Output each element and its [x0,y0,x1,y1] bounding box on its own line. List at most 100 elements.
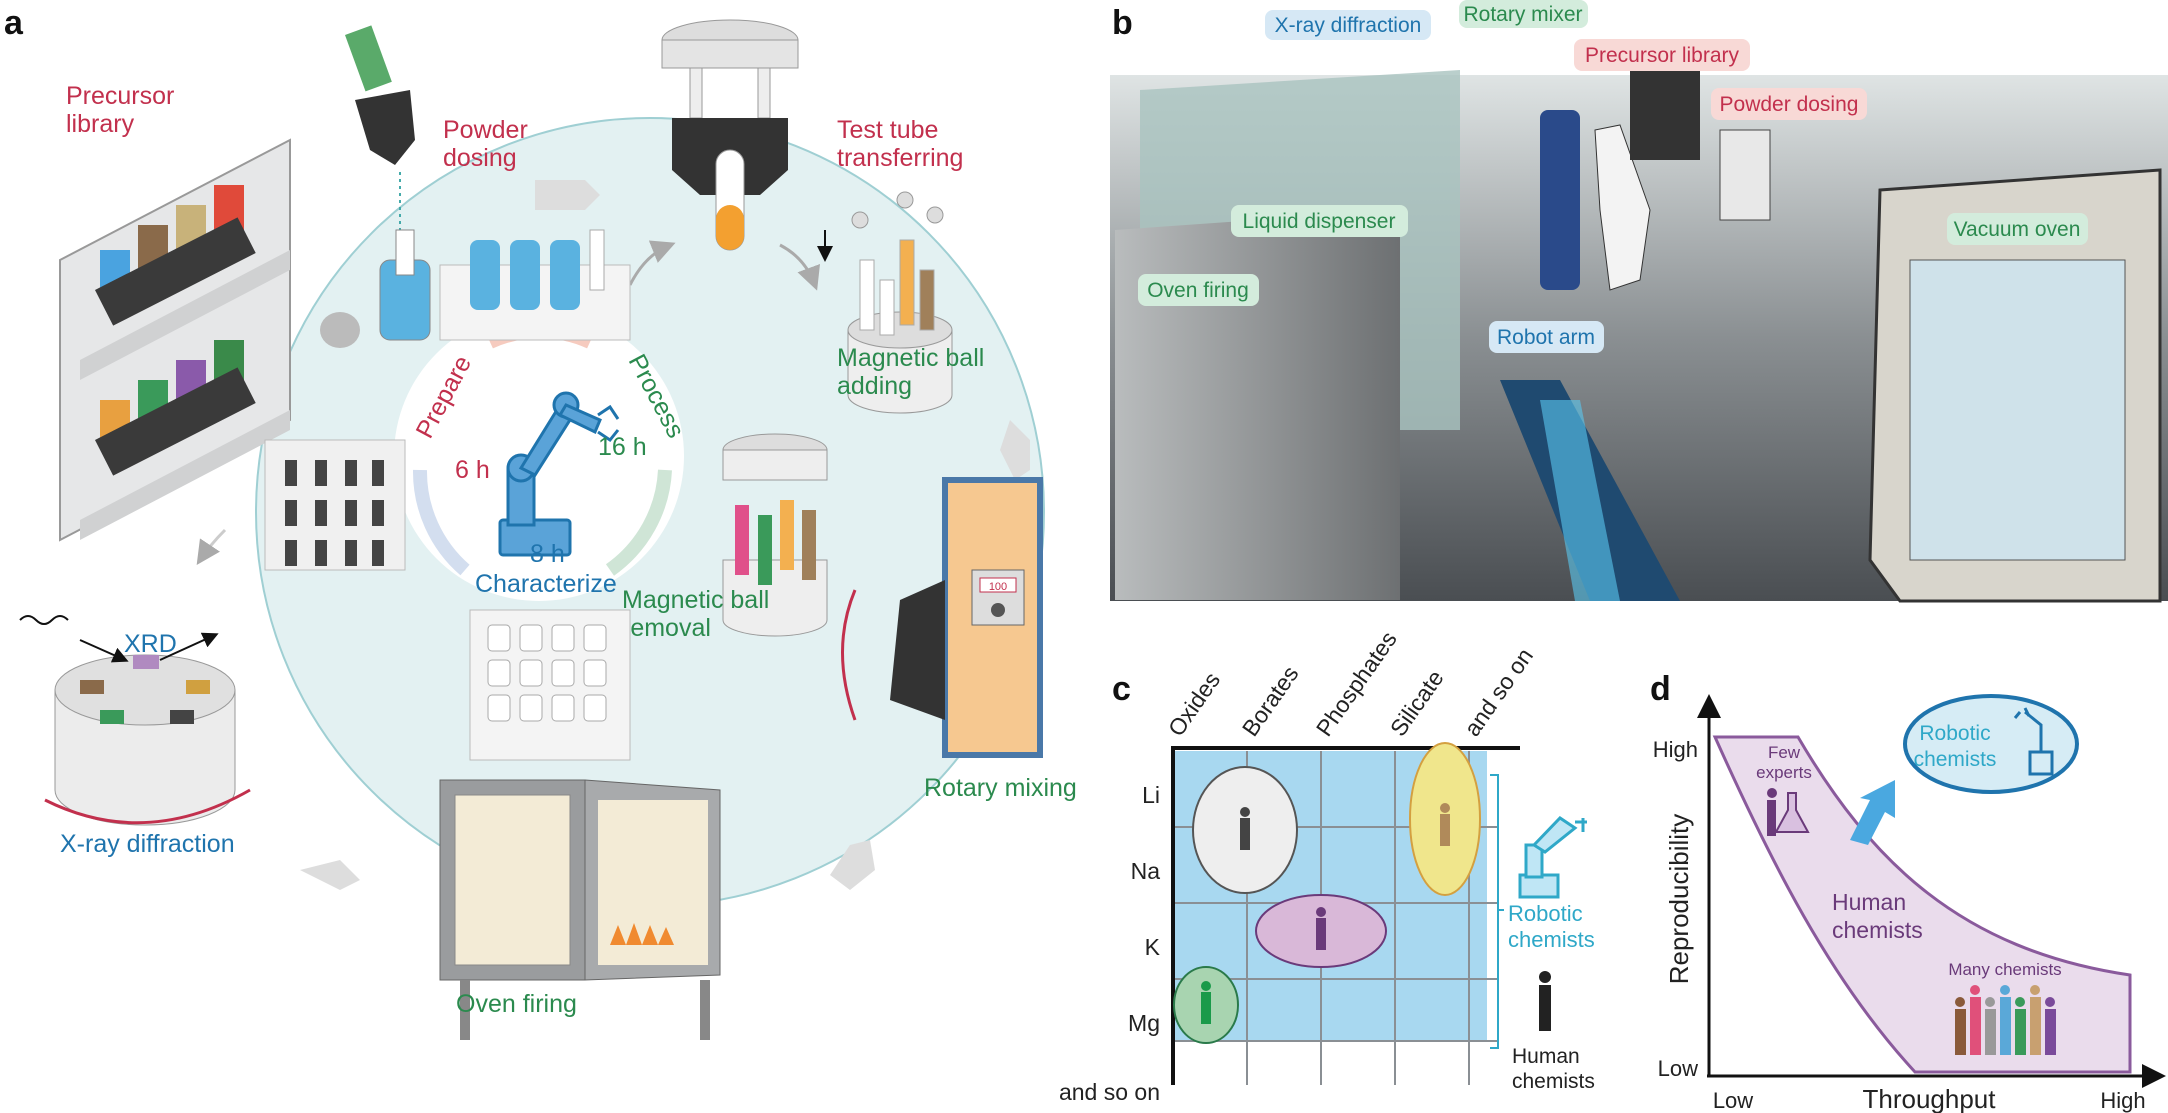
rotary-mixer-illustration: 100 [841,477,1043,758]
sample-plate-illustration [264,439,406,571]
flow-arrow-icon [1000,420,1030,480]
person-icon [1985,997,1995,1007]
magnetic-ball-adding-label-2: adding [837,372,912,400]
photo-labels: X-ray diffraction Rotary mixer Precursor… [1138,0,2088,353]
improvement-arrow-icon [1850,780,1895,845]
person-icon [2000,985,2010,995]
human-chemists-region [1712,735,2132,1074]
xrd-stage-illustration [19,615,251,826]
robotic-chemists-label-1: Robotic [1508,901,1583,926]
x-axis-title: Throughput [1863,1084,1997,1113]
process-arc [605,469,672,576]
photo-label-oven-firing: Oven firing [1147,279,1249,302]
human-chemists-label-2: chemists [1832,917,1923,943]
panel-b: b X-ray diffraction Rotary mixer Precurs… [1110,0,2168,603]
many-chemists-label: Many chemists [1948,960,2061,979]
label-pill-bg [1947,213,2088,245]
photo-label-precursor-library: Precursor library [1585,44,1740,67]
flow-arrow-icon [779,243,820,291]
human-chemists-label-1: Human [1832,889,1906,915]
vial-plate-illustration [469,609,631,761]
xray-diffraction-label: X-ray diffraction [60,830,235,858]
person-icon [2015,997,2025,1007]
test-tube-gripper-illustration [661,19,799,251]
powder-dosing-label-1: Powder [443,116,528,144]
precursor-rack-illustration [59,138,291,542]
photo-label-liquid-dispenser: Liquid dispenser [1243,210,1396,233]
magnetic-ball-removal-label-2: removal [622,614,711,642]
label-pill-bg [1231,205,1408,237]
column-label: and so on [1459,643,1538,741]
label-pill-bg [1459,0,1588,28]
row-label: and so on [1059,1079,1160,1105]
row-label: Na [1131,858,1161,884]
panel-label-c: c [1112,670,1131,708]
powder-dosing-illustration [320,25,431,348]
robotic-chemists-label-2: chemists [1508,927,1595,952]
person-icon [2045,997,2055,1007]
flow-arrow-icon [300,860,360,890]
row-label: Mg [1128,1010,1160,1036]
few-experts-label-2: experts [1756,763,1812,782]
label-pill-bg [1138,274,1259,306]
process-time: 16 h [598,433,647,461]
person-icon [1955,997,1965,1007]
robotic-bracket [1490,774,1504,1049]
person-icon [1970,985,1980,995]
photo-label-robot-arm: Robot arm [1497,326,1595,349]
panel-label-a: a [4,4,24,42]
flow-arrow-icon [535,180,600,210]
column-label: Silicate [1385,665,1449,741]
expert-with-flask-icon [1767,788,1810,836]
precursor-library-label-1: Precursor [66,82,174,110]
person-body [2045,1009,2056,1055]
robotic-chemists-label-2: chemists [1914,748,1997,771]
human-icon [1539,971,1551,1031]
characterize-time: 8 h [530,540,565,568]
flow-arrow-icon [196,528,227,565]
person-body [1970,997,1981,1055]
precursor-library-label-2: library [66,110,135,138]
row-label: Li [1142,782,1160,808]
tube-plate-illustration [439,229,631,341]
label-pill-bg [1489,321,1604,353]
person-body [2015,1009,2026,1055]
table-axes [1171,746,1520,1085]
y-axis-title: Reproducibility [1664,814,1694,985]
person-body [1955,1009,1966,1055]
magnetic-ball-adding-illustration [817,191,953,414]
prepare-time: 6 h [455,456,490,484]
human-chemists-label-2: chemists [1512,1070,1595,1093]
oven-firing-label: Oven firing [456,990,577,1018]
robot-arm-icon [498,391,620,557]
person-icon [1201,803,1450,1024]
panel-d: d High Low Low High Throughput Reproduci… [1650,670,2166,1113]
x-tick-high: High [2100,1088,2145,1113]
column-label: Borates [1237,661,1304,741]
robot-arm-icon [2013,707,2054,776]
robot-arm-icon [1518,816,1587,899]
x-tick-low: Low [1713,1088,1753,1113]
rotary-mixing-label: Rotary mixing [924,774,1077,802]
magnetic-ball-removal-illustration [722,433,828,637]
panel-label-b: b [1112,4,1133,42]
human-chemists-label-1: Human [1512,1045,1580,1068]
y-tick-high: High [1653,737,1698,762]
row-label: K [1145,934,1161,960]
panel-label-d: d [1650,670,1671,708]
robotic-chemists-label-1: Robotic [1919,722,1990,745]
label-pill-bg [1574,39,1750,71]
mixer-display: 100 [989,581,1007,593]
test-tube-transferring-label-2: transferring [837,144,963,172]
photo-label-rotary-mixer: Rotary mixer [1463,3,1582,26]
lab-photo [1110,50,2168,603]
column-label: Oxides [1163,667,1225,741]
label-pill-bg [1711,88,1867,120]
person-icon [2030,985,2040,995]
panel-a: a Prepare 6 h Process 16 h 8 h Character… [4,4,1077,1040]
photo-label-powder-dosing: Powder dosing [1720,93,1859,116]
